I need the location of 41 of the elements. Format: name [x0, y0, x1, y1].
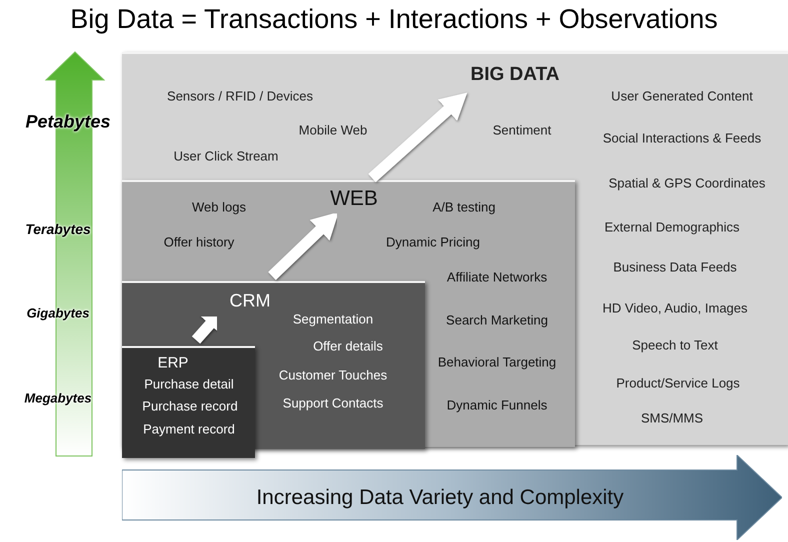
data-source-label: Product/Service Logs: [616, 376, 740, 390]
data-source-label: Offer history: [164, 234, 234, 250]
data-source-label: Search Marketing: [446, 312, 548, 328]
core-panel: [122, 346, 255, 458]
data-source-label: Dynamic Pricing: [386, 234, 480, 250]
data-source-label: Support Contacts: [282, 396, 384, 410]
data-source-label: Business Data Feeds: [613, 260, 737, 274]
data-source-label: Customer Touches: [278, 368, 388, 382]
data-source-label: Mobile Web: [298, 122, 368, 138]
data-source-label: User Generated Content: [611, 88, 753, 104]
data-source-label: HD Video, Audio, Images: [602, 300, 748, 316]
panel-heading: Increasing Data Variety and Complexity: [256, 486, 624, 510]
data-source-label: A/B testing: [432, 200, 496, 214]
data-source-label: Web logs: [192, 200, 246, 214]
data-source-label: User Click Stream: [174, 148, 278, 164]
data-source-label: Sensors / RFID / Devices: [167, 88, 313, 104]
panel-heading: BIG DATA: [470, 64, 560, 86]
block-arrow: [192, 304, 228, 344]
data-source-label: External Demographics: [604, 220, 740, 234]
data-source-label: Purchase detail: [144, 376, 234, 392]
arrow-banner: [122, 455, 782, 540]
data-source-label: Segmentation: [292, 312, 374, 326]
data-source-label: Purchase record: [142, 398, 238, 414]
panel-heading: CRM: [230, 290, 270, 312]
data-source-label: Social Interactions & Feeds: [602, 130, 762, 146]
panel-heading: WEB: [330, 187, 378, 211]
data-source-label: SMS/MMS: [640, 410, 704, 426]
block-arrow: [268, 212, 339, 280]
data-source-label: Spatial & GPS Coordinates: [608, 176, 766, 190]
panel-heading: ERP: [158, 354, 188, 372]
data-source-label: Behavioral Targeting: [438, 354, 556, 370]
data-source-label: Payment record: [143, 422, 235, 436]
data-source-label: Sentiment: [492, 122, 552, 138]
title: Big Data = Transactions + Interactions + Observations: [69, 4, 719, 35]
scale-label: Megabytes: [24, 390, 92, 406]
data-source-label: Dynamic Funnels: [446, 398, 548, 412]
scale-label: Gigabytes: [26, 306, 90, 320]
data-source-label: Affiliate Networks: [446, 270, 548, 284]
data-source-label: Offer details: [313, 338, 383, 354]
block-arrow: [368, 92, 468, 182]
data-source-label: Speech to Text: [632, 338, 718, 352]
